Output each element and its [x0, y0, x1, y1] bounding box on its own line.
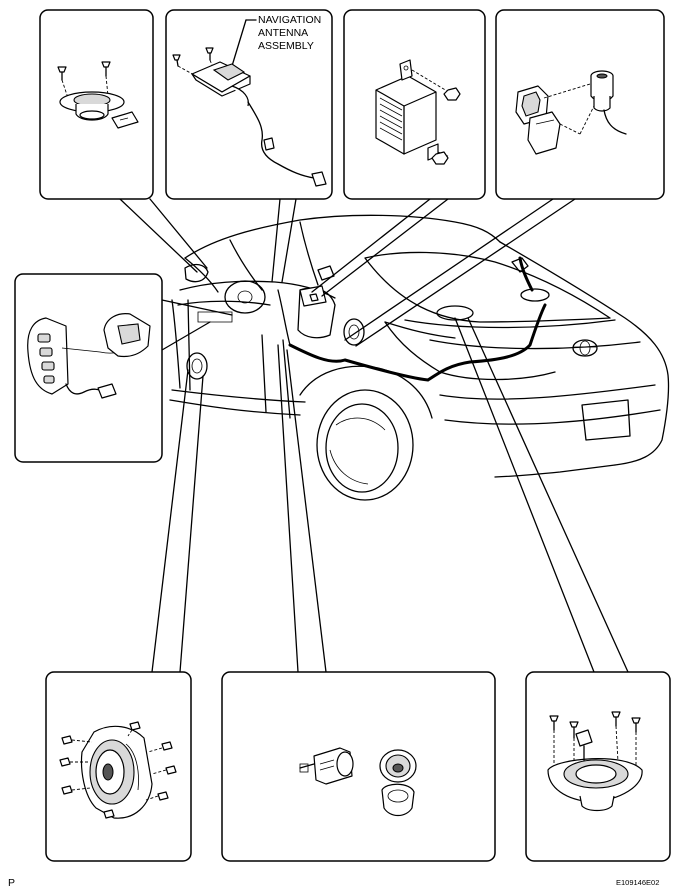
tweeter-speaker-icon [59, 91, 125, 121]
panel-steering-pad-switch [14, 273, 163, 463]
navigation-antenna-icon [191, 61, 251, 107]
leader-lines [119, 198, 629, 673]
aux-jack-icon [590, 70, 614, 112]
screw-icon [57, 61, 111, 81]
panel-rear-speaker [525, 671, 671, 862]
steering-switch-icon [27, 317, 69, 395]
panel-front-door-speaker [45, 671, 192, 862]
connector-icon [111, 111, 139, 129]
antenna-connector-icon [311, 171, 327, 187]
panel-aux-socket [495, 9, 665, 200]
switch-connector-icon [97, 383, 117, 399]
panel-power-outlet [221, 671, 496, 862]
door-speaker-icon [80, 725, 153, 819]
steering-cover-icon [103, 313, 151, 358]
aux-bezel-icon [515, 85, 561, 155]
panel-navigation-antenna: NAVIGATION ANTENNA ASSEMBLY [165, 9, 333, 200]
panel-amplifier-module [343, 9, 486, 200]
speaker-screws-icon [59, 721, 177, 819]
nav-antenna-label-line3: ASSEMBLY [258, 40, 314, 52]
car-illustration [169, 214, 670, 501]
nav-antenna-label-line1: NAVIGATION [258, 14, 321, 26]
rear-speaker-icon [547, 758, 643, 812]
screw-icon [172, 47, 214, 67]
rear-speaker-screws-icon [549, 711, 641, 739]
nav-antenna-label-line2: ANTENNA [258, 27, 308, 39]
panel-tweeter-speaker [39, 9, 154, 200]
outlet-bezel-icon [379, 749, 417, 817]
figure-code: E109146E02 [616, 878, 659, 887]
amplifier-icon [375, 59, 439, 161]
rear-speaker-connector-icon [575, 729, 593, 761]
outlet-socket-icon [299, 747, 354, 785]
corner-letter: P [8, 877, 15, 889]
nut-icon [431, 87, 461, 165]
